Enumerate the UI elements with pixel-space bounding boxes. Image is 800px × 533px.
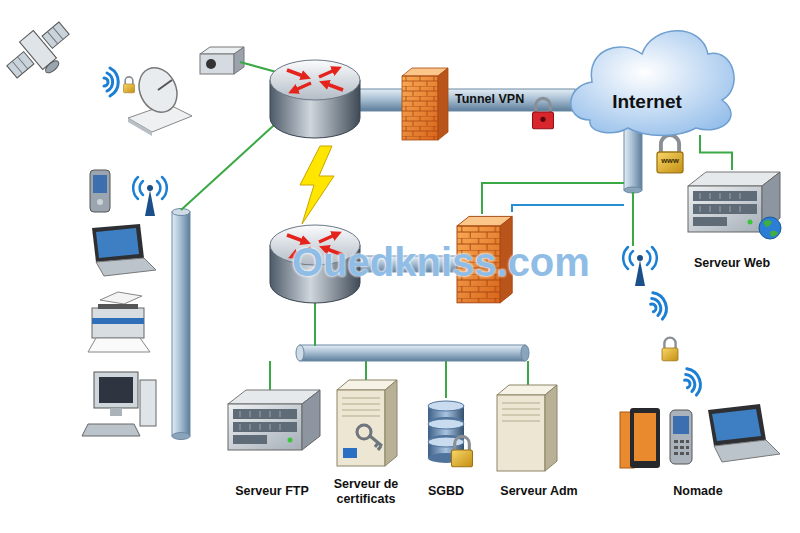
- node-label: Internet: [612, 91, 682, 113]
- padlock: [657, 135, 683, 173]
- network-wire: [512, 205, 624, 212]
- internet-cloud: [562, 8, 732, 135]
- server-node: Serveur FTP: [222, 380, 322, 498]
- server-node: Serveur de certificats: [321, 372, 411, 506]
- server-node: SGBD: [415, 395, 477, 498]
- wifi-antenna: [623, 247, 657, 286]
- node-label: Nomade: [673, 484, 722, 498]
- wireless-signal: [647, 290, 670, 321]
- wifi-antenna: [133, 177, 167, 216]
- satellite-dish: [128, 62, 192, 136]
- device-group-node: Nomade: [612, 400, 784, 498]
- lightning-link: [300, 146, 334, 224]
- node-label: Serveur de certificats: [325, 477, 407, 506]
- certificate-key: [343, 425, 382, 458]
- laptop: [708, 404, 780, 462]
- vpn-padlock: [533, 98, 554, 128]
- network-link: [700, 135, 732, 170]
- cloud-outline: [571, 31, 734, 136]
- node-label: Serveur Adm: [500, 484, 577, 498]
- tablet: [620, 408, 660, 468]
- certificate-server: [337, 380, 397, 466]
- network-wires: [181, 62, 633, 398]
- printer: [88, 292, 150, 352]
- pda: [90, 170, 110, 212]
- desktop-pc: [82, 372, 156, 436]
- mobile-phone: [670, 410, 692, 464]
- tunnel-label: Tunnel VPN: [455, 93, 524, 107]
- satellite: [0, 14, 80, 91]
- server-node: Serveur Web: [672, 170, 792, 270]
- padlock: [124, 77, 135, 93]
- firewall: [402, 68, 448, 140]
- node-label: Serveur Web: [694, 256, 770, 270]
- globe: [759, 217, 781, 239]
- router: [270, 60, 360, 138]
- cloud-node: Internet: [562, 8, 732, 135]
- lan-pole: [172, 209, 190, 440]
- padlock: [662, 338, 678, 361]
- admin-server: [497, 385, 557, 471]
- ftp-server: [228, 390, 320, 450]
- lock-label: www: [657, 157, 683, 165]
- watermark: Ouedkniss.com: [292, 240, 590, 284]
- projector-box: [200, 47, 244, 74]
- node-label: SGBD: [428, 484, 464, 498]
- server-node: Serveur Adm: [487, 380, 591, 498]
- node-label: Serveur FTP: [235, 484, 309, 498]
- server-bus: [296, 345, 529, 361]
- laptop: [92, 224, 156, 276]
- padlock: [452, 436, 473, 466]
- wireless-signal: [681, 366, 704, 397]
- wireless-signal: [104, 68, 118, 96]
